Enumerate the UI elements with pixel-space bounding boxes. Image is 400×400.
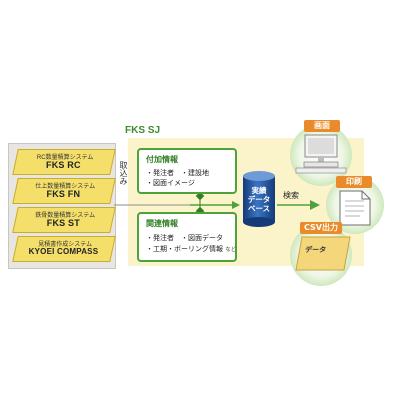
output-label-screen: 画面 — [304, 120, 340, 132]
document-icon — [339, 190, 371, 226]
database-label: 実績 データ ベース — [243, 186, 275, 213]
database-icon — [243, 171, 275, 227]
database-label-line: 実績 — [251, 186, 267, 195]
info-title: 関連情報 — [146, 219, 178, 228]
source-systems-panel: RC数量積算システム FKS RC 仕上数量積算システム FKS FN 鉄骨数量… — [8, 143, 116, 269]
fks-sj-label: FKS SJ — [125, 125, 161, 136]
info-line: ・発注者 ・図面データ — [146, 234, 223, 242]
monitor-icon — [295, 134, 347, 174]
data-folder-label: データ — [304, 246, 327, 254]
info-note: など — [225, 247, 237, 253]
output-label-csv: CSV出力 — [300, 222, 342, 234]
arrow-head — [232, 201, 240, 209]
data-folder-icon — [295, 236, 351, 271]
info-line: ・発注者 ・建設地 — [146, 169, 209, 177]
database-label-line: ベース — [247, 204, 271, 213]
database-label-line: データ — [247, 195, 271, 204]
search-label: 検索 — [283, 191, 299, 200]
info-box-additional: 付加情報 ・発注者 ・建設地 ・図面イメージ — [137, 148, 237, 194]
arrow-head — [310, 200, 320, 210]
output-label-print: 印刷 — [336, 176, 372, 188]
info-line: ・工期・ボーリング情報 など — [146, 244, 236, 254]
info-line-text: ・工期・ボーリング情報 — [146, 245, 223, 253]
info-line: ・図面イメージ — [146, 179, 195, 187]
info-box-related: 関連情報 ・発注者 ・図面データ ・工期・ボーリング情報 など — [137, 212, 237, 262]
info-title: 付加情報 — [146, 155, 178, 164]
intake-label: 取込み — [119, 161, 128, 185]
